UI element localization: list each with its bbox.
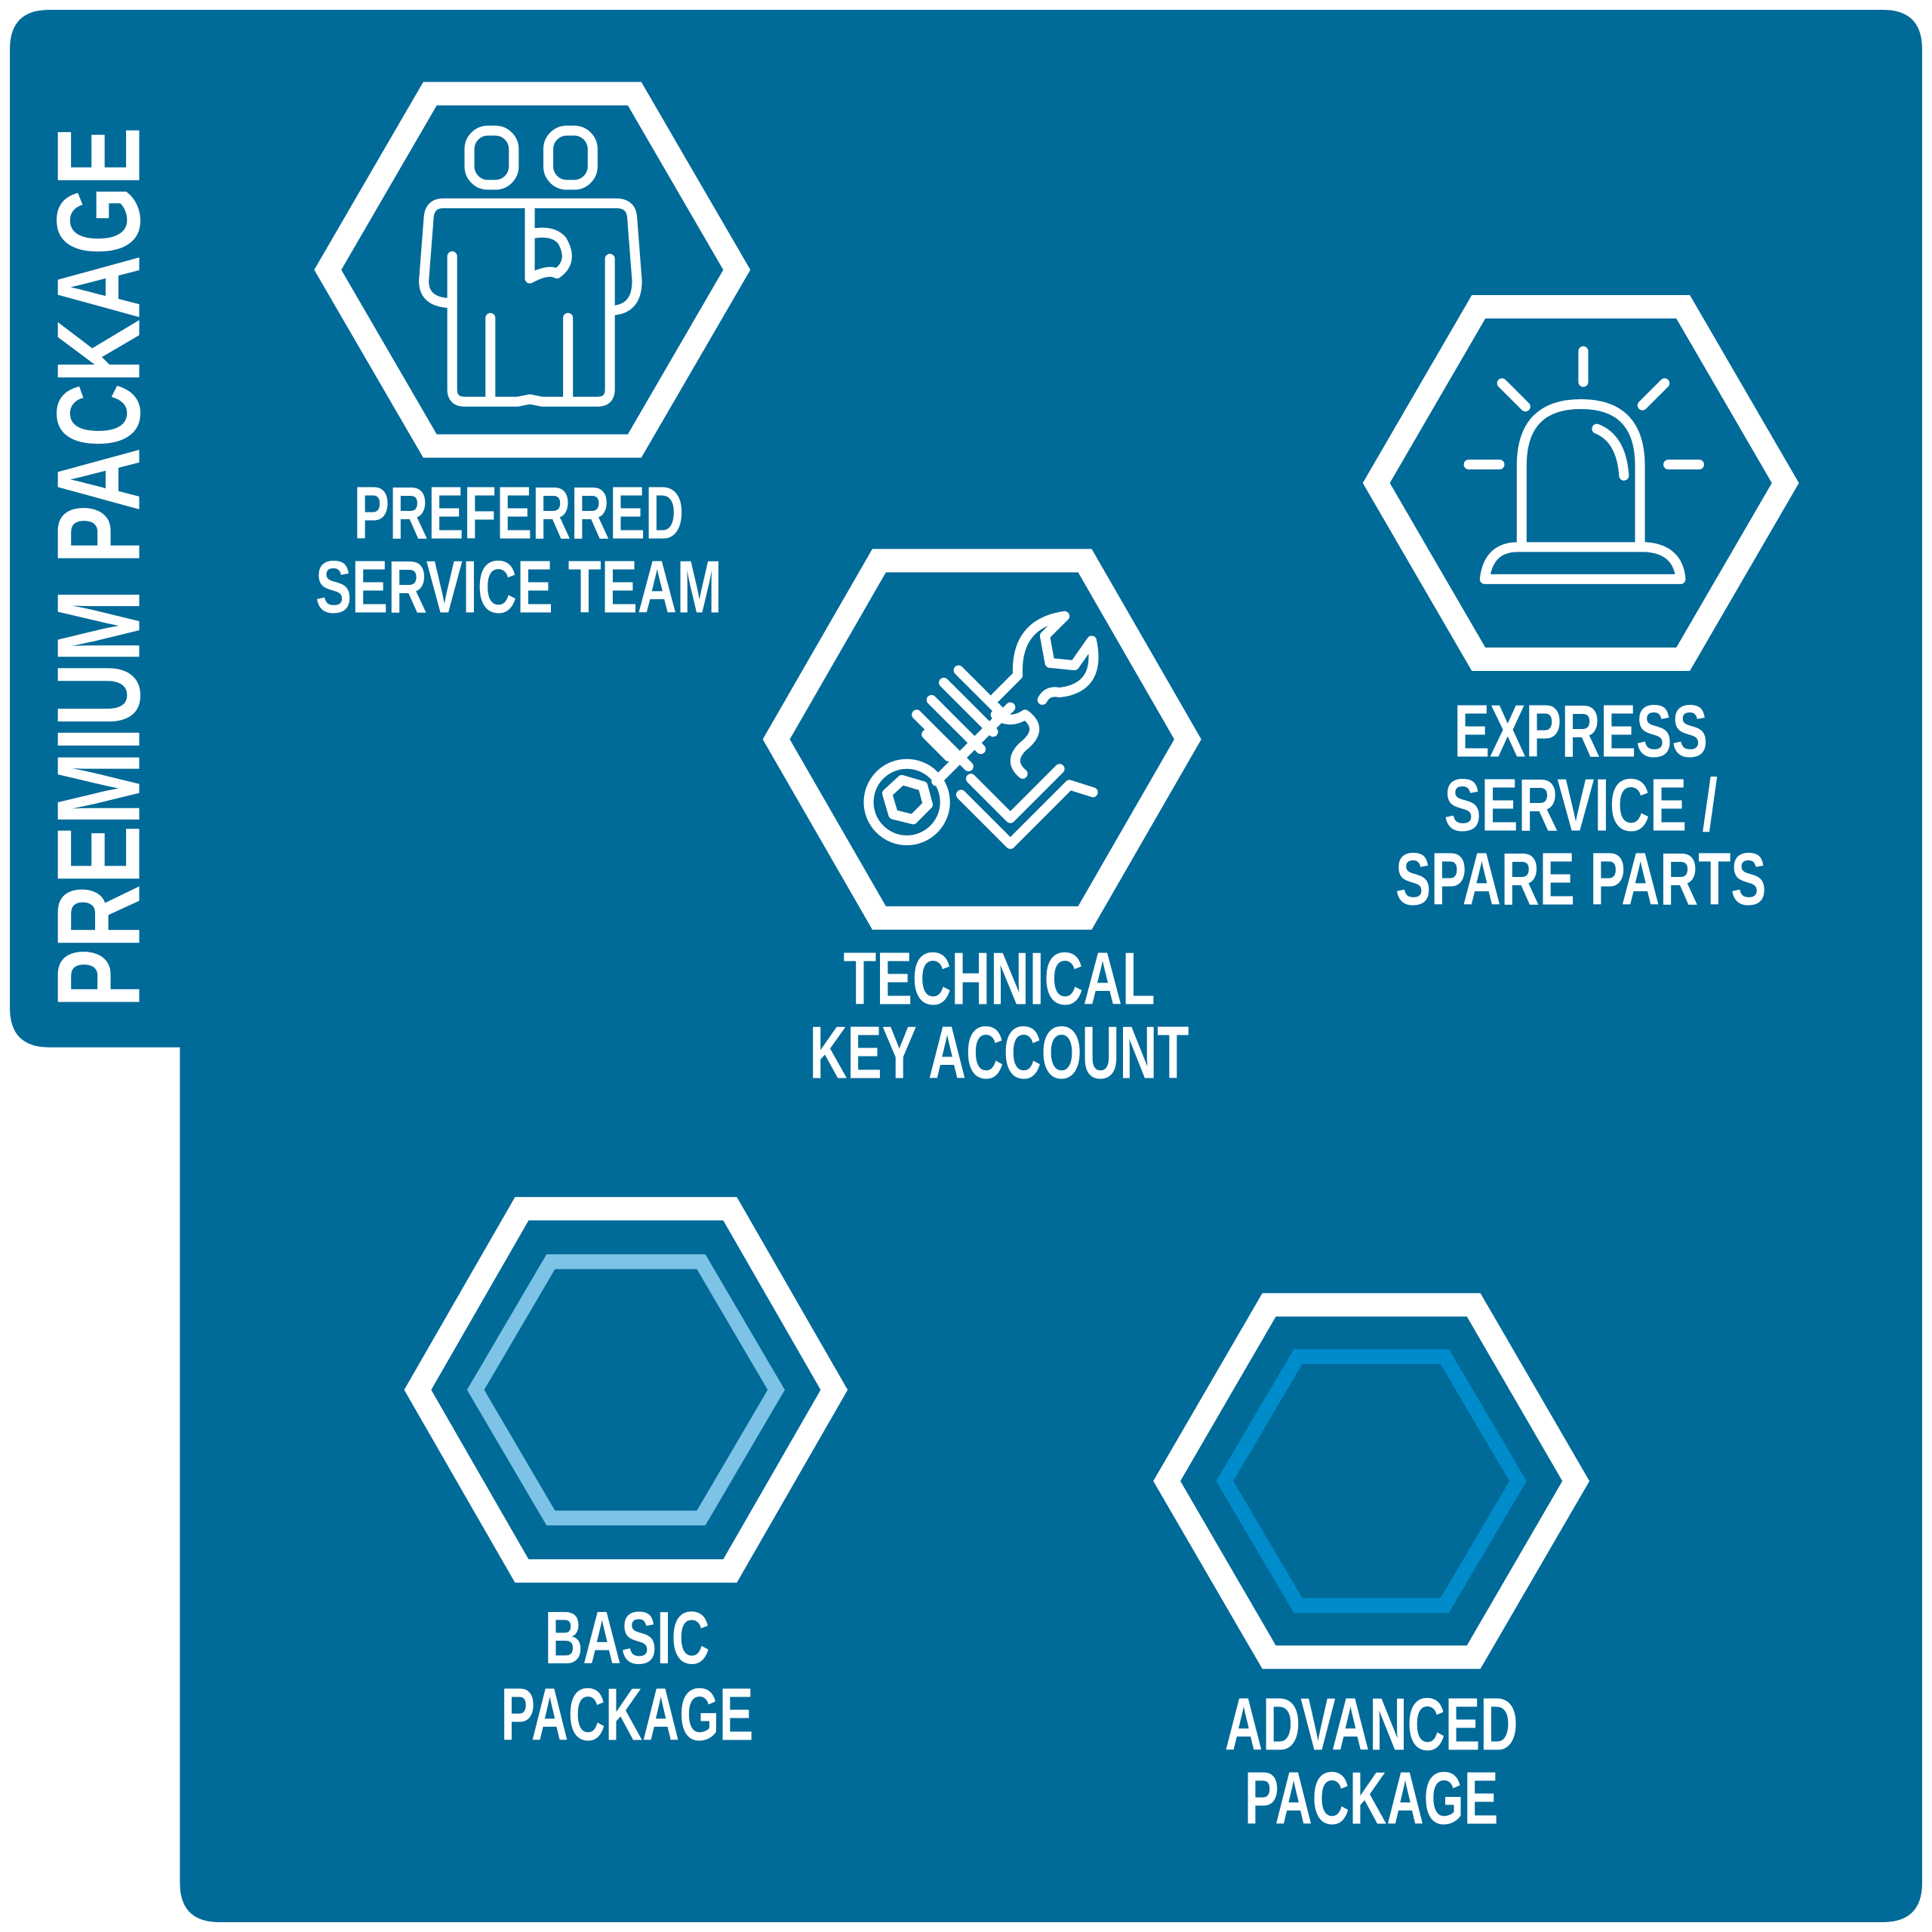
siren-icon [1463,346,1704,584]
tools-icon [863,611,1099,849]
express-service-label-line: SPARE PARTS [1395,837,1766,920]
premium-package-title: PREMIUM PACKAGE [32,127,165,1008]
background-panel [10,10,1922,1922]
express-service-label-line: SERVICE / [1444,763,1717,846]
basic-package-label-line: PACKAGE [501,1672,754,1755]
basic-package-label-line: BASIC [545,1596,710,1679]
technical-key-account-label-line: KEY ACCOUNT [810,1011,1189,1094]
technical-hexagon [762,549,1201,930]
basic-outer-hexagon [404,1197,848,1583]
basic-inner-hexagon [466,1254,785,1526]
express-hexagon [1362,295,1799,671]
advanced-outer-hexagon [1153,1293,1590,1669]
advanced-package-label-line: ADVANCED [1225,1682,1518,1765]
preferred-service-team-label-line: PREFERRED [354,471,685,554]
express-service-label-line: EXPRESS [1454,689,1708,772]
technical-key-account-label-line: TECHNICAL [844,937,1155,1020]
advanced-package-label-line: PACKAGE [1244,1756,1498,1839]
preferred-service-team-label-line: SERVICE TEAM [315,545,722,628]
team-icon [419,125,642,407]
advanced-inner-hexagon [1216,1349,1527,1614]
preferred-hexagon [314,82,751,458]
